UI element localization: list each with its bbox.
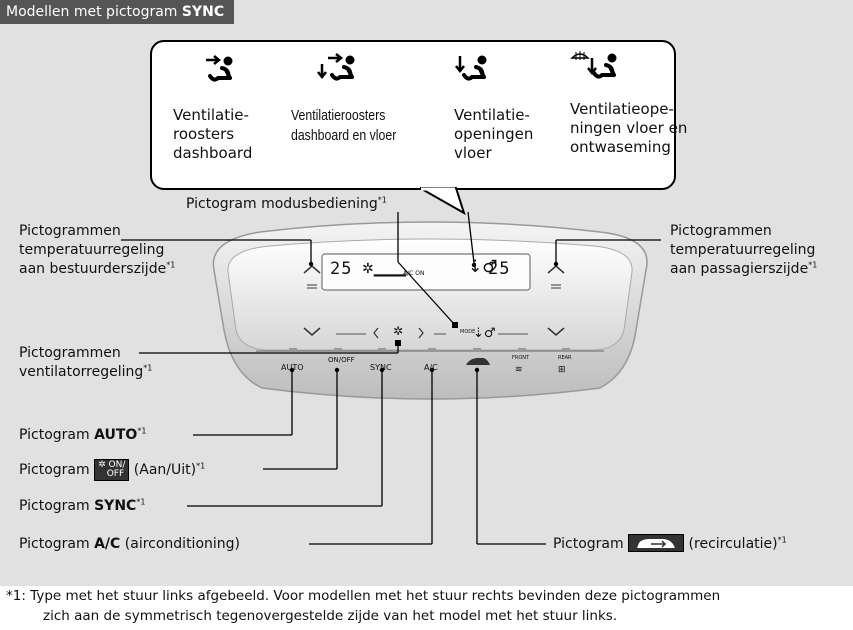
passenger-temp-down-icon	[547, 327, 565, 336]
onoff-icon-on: ON/	[108, 460, 126, 470]
panel-recirc-icon	[466, 358, 490, 365]
mode-label: MODE	[460, 329, 476, 335]
lcd-mode-icon: ⇣♂	[468, 257, 498, 277]
mode-control-text: Pictogram modusbediening	[186, 196, 378, 212]
recirc-button-icon	[628, 534, 685, 552]
onoff-suffix: (Aan/Uit)	[129, 462, 197, 478]
dashboard-vent-icon	[206, 55, 233, 82]
lcd-display	[321, 253, 531, 291]
footnote-ref: *1	[166, 260, 176, 270]
header-bold-text: SYNC	[181, 4, 225, 20]
driver-temp-callout: Pictogrammen temperatuurregeling aan bes…	[19, 222, 175, 279]
onoff-button-icon: ✲ ON/ OFF	[94, 459, 130, 481]
ac-bold: A/C	[94, 536, 121, 552]
lcd-left-temp: 25	[330, 259, 353, 279]
mode-label-floor: Ventilatie- openingen vloer	[454, 106, 534, 162]
mode-callout-bubble	[150, 40, 676, 190]
auto-callout: Pictogram AUTO*1	[19, 426, 146, 445]
driver-temp-text: Pictogrammen temperatuurregeling aan bes…	[19, 223, 167, 277]
footnote-ref: *1	[136, 497, 146, 507]
lcd-right-temp: 25	[488, 259, 511, 279]
mode-button-icon[interactable]: ⇣♂	[473, 326, 496, 341]
floor-vent-icon	[455, 55, 487, 81]
mode-label-dashboard: Ventilatie- roosters dashboard	[173, 106, 253, 162]
footnote-line-1: *1: Type met het stuur links afgebeeld. …	[6, 586, 720, 606]
ac-callout: Pictogram A/C (airconditioning)	[19, 535, 240, 554]
panel-auto-button[interactable]: AUTO	[281, 363, 304, 372]
lcd-fan-icon: ✲▁▁▁	[362, 261, 407, 277]
footnote-ref: *1	[196, 461, 206, 471]
recirc-callout: Pictogram (recirculatie)*1	[553, 534, 787, 554]
passenger-temp-callout: Pictogrammen temperatuurregeling aan pas…	[670, 222, 817, 279]
footnote-ref: *1	[137, 426, 147, 436]
fan-up-icon	[418, 327, 424, 339]
onoff-icon-off: OFF	[106, 469, 125, 479]
footnote-text-1: Type met het stuur links afgebeeld. Voor…	[25, 588, 721, 604]
onoff-callout: Pictogram ✲ ON/ OFF (Aan/Uit)*1	[19, 459, 205, 481]
panel-front-defrost-button[interactable]: FRONT	[512, 355, 530, 361]
sync-callout: Pictogram SYNC*1	[19, 497, 145, 516]
driver-temp-down-icon	[303, 327, 321, 336]
section-header: Modellen met pictogram SYNC	[0, 0, 235, 24]
floor-defrost-vent-icon	[570, 51, 617, 79]
panel-onoff-button[interactable]: ON/OFF	[328, 356, 355, 364]
front-defrost-icon: ≋	[515, 365, 523, 375]
fan-down-icon	[373, 327, 379, 339]
mode-label-floor-defrost: Ventilatieope- ningen vloer en ontwasemi…	[570, 100, 688, 156]
footnote: *1: Type met het stuur links afgebeeld. …	[6, 586, 720, 626]
passenger-temp-text: Pictogrammen temperatuurregeling aan pas…	[670, 223, 816, 277]
recirc-suffix: (recirculatie)	[684, 536, 778, 552]
header-text: Modellen met pictogram	[6, 4, 182, 20]
bubble-pointer	[420, 187, 466, 216]
sync-prefix: Pictogram	[19, 498, 95, 514]
rear-defrost-icon: ⊞	[558, 365, 566, 375]
fan-icon[interactable]: ✲	[393, 324, 404, 338]
auto-prefix: Pictogram	[19, 427, 95, 443]
footnote-ref: *1	[808, 260, 818, 270]
fan-control-callout: Pictogrammen ventilatorregeling*1	[19, 344, 152, 382]
diagram-background: Modellen met pictogram SYNC	[0, 0, 853, 586]
dashboard-floor-vent-icon	[317, 53, 355, 81]
footnote-ref: *1	[143, 363, 153, 373]
lcd-ac-on: A/C ON	[403, 270, 425, 277]
footnote-line-2: zich aan de symmetrisch tegenovergesteld…	[43, 608, 618, 624]
ac-prefix: Pictogram	[19, 536, 95, 552]
driver-temp-up-icon	[303, 265, 321, 274]
footnote-ref: *1	[777, 535, 787, 545]
auto-bold: AUTO	[94, 427, 138, 443]
onoff-prefix: Pictogram	[19, 462, 95, 478]
mode-control-callout: Pictogram modusbediening*1	[186, 195, 387, 214]
panel-ac-button[interactable]: A/C	[424, 363, 438, 372]
recirc-prefix: Pictogram	[553, 536, 629, 552]
panel-rear-defrost-button[interactable]: REAR	[558, 355, 572, 361]
climate-panel-illustration	[121, 211, 661, 545]
fan-control-text: Pictogrammen ventilatorregeling	[19, 345, 144, 380]
footnote-ref: *1	[377, 195, 387, 205]
ac-suffix: (airconditioning)	[120, 536, 240, 552]
footnote-mark: *1:	[6, 588, 26, 604]
sync-bold: SYNC	[94, 498, 137, 514]
panel-sync-button[interactable]: SYNC	[370, 363, 392, 372]
mode-label-dashboard-floor: Ventilatieroosters dashboard en vloer	[291, 107, 397, 144]
